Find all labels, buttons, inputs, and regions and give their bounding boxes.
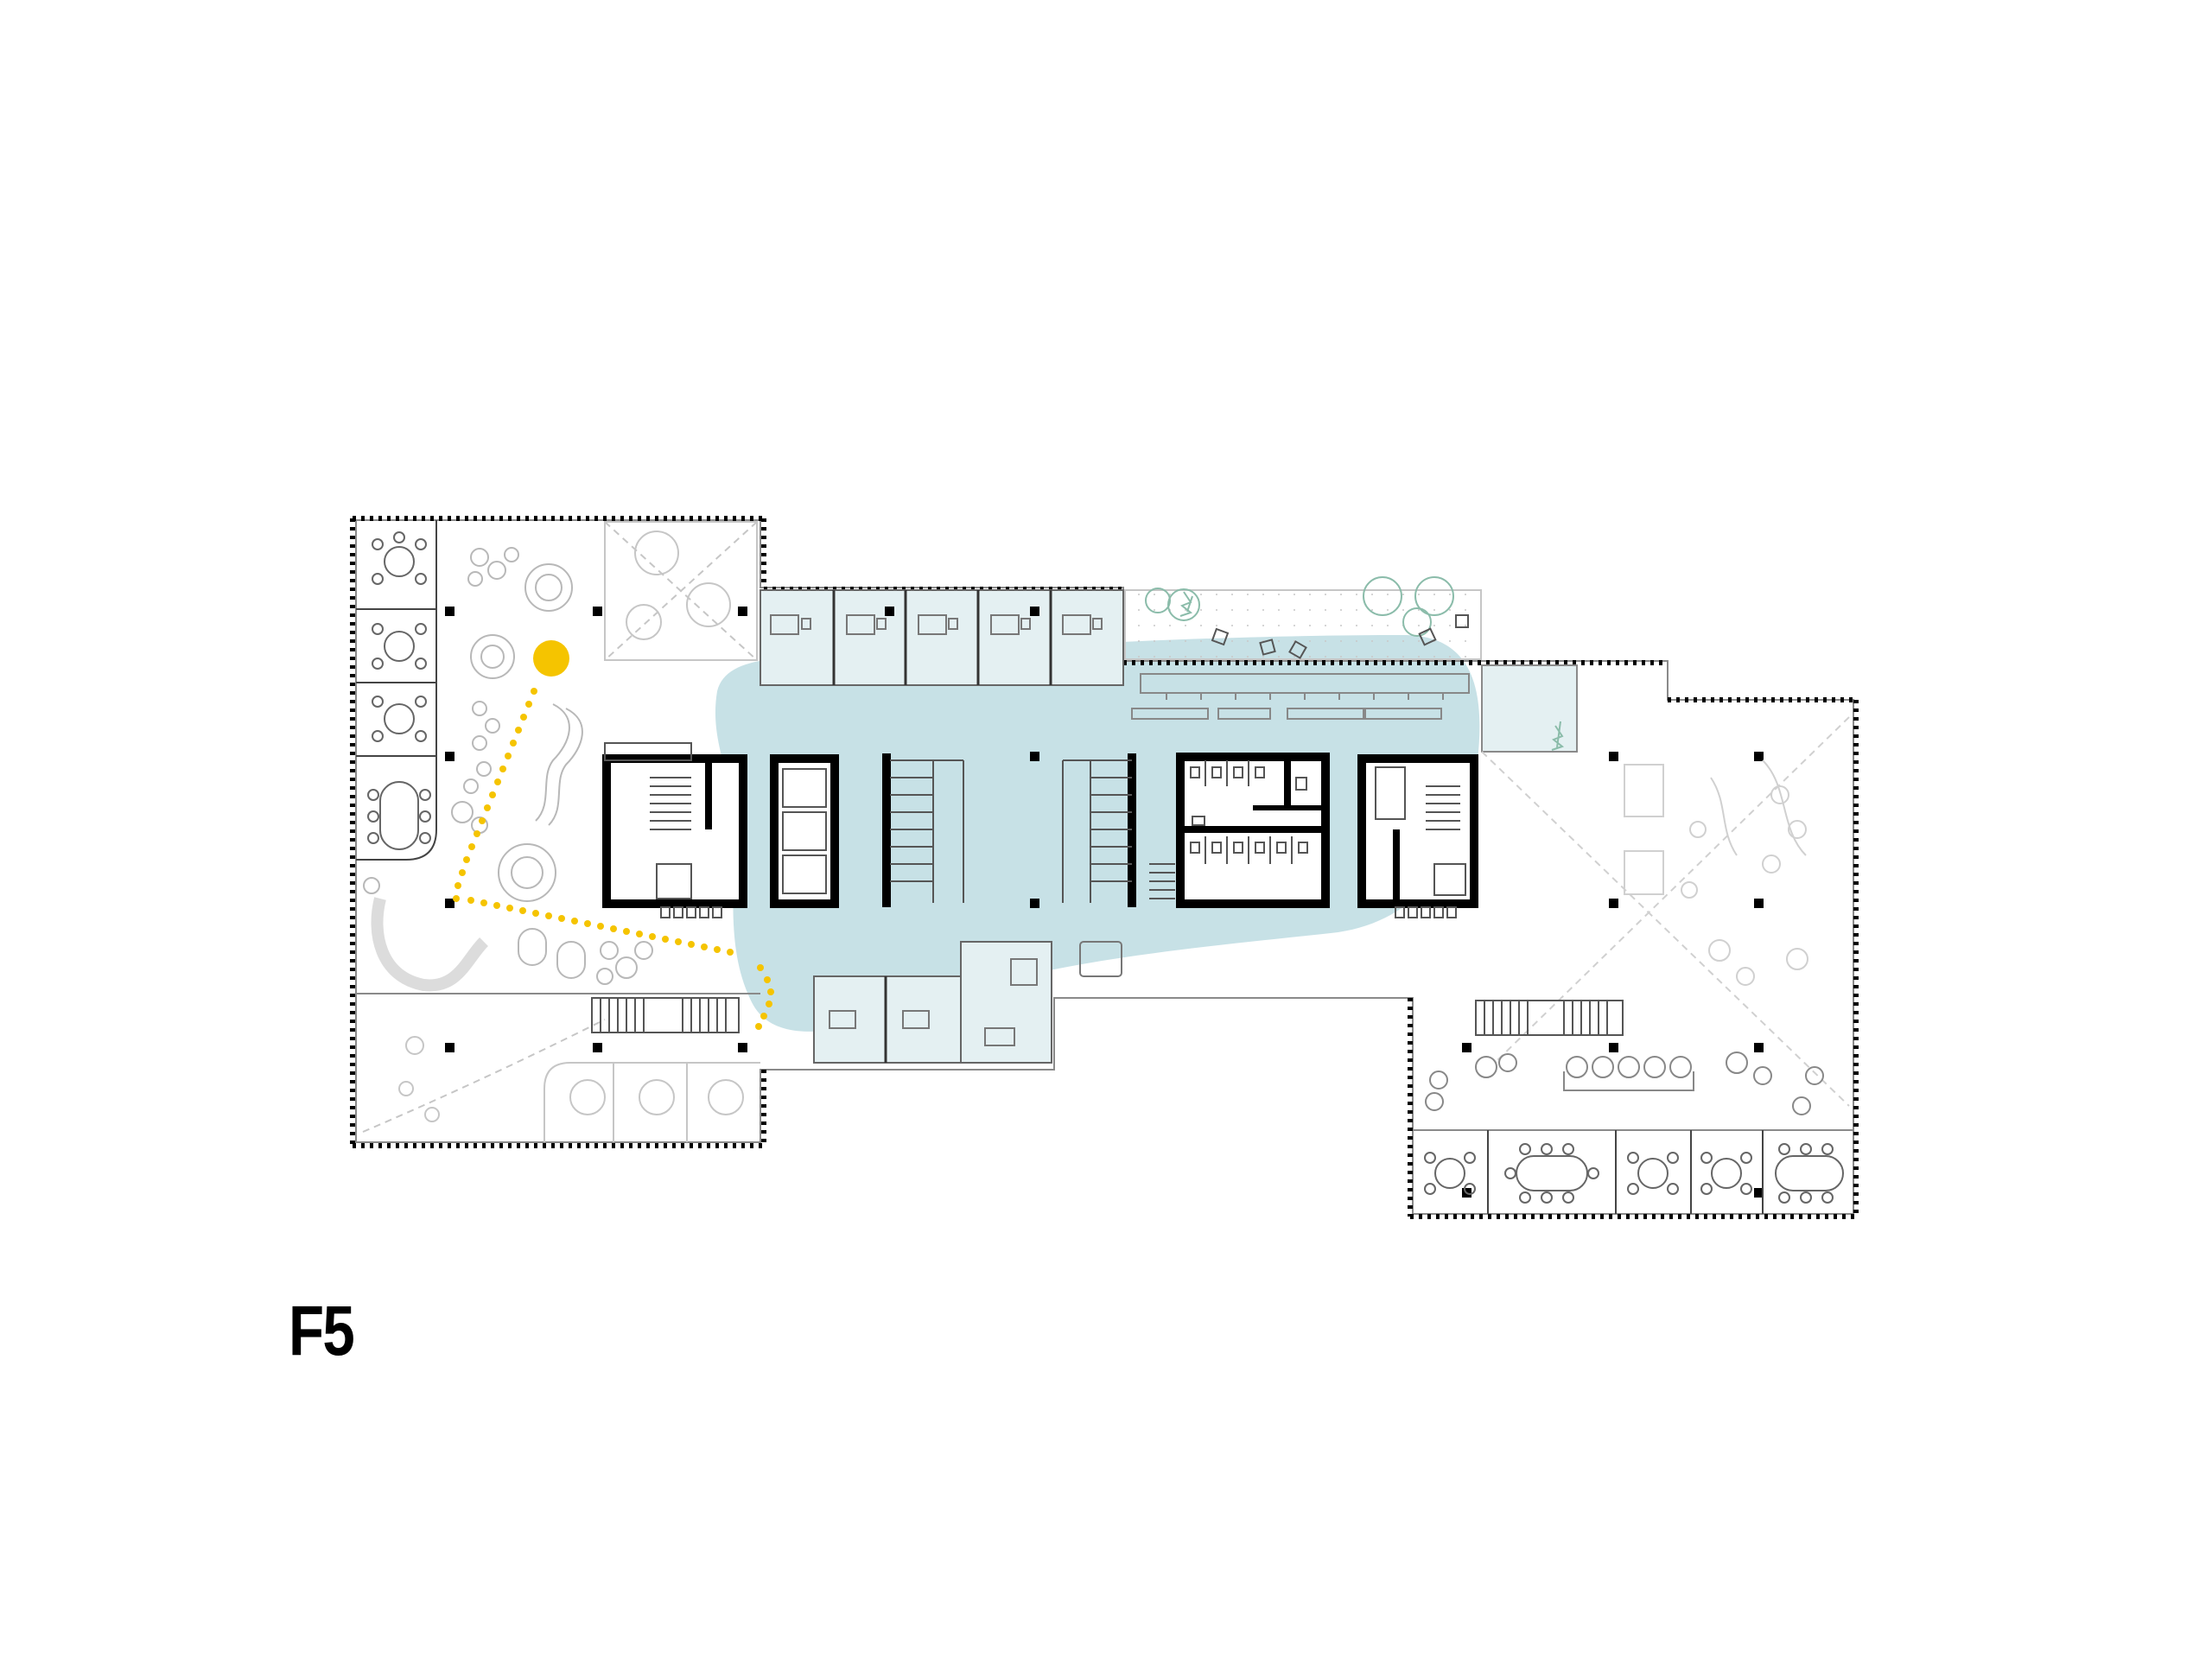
right-meeting-rooms — [1413, 1129, 1853, 1214]
bottom-offices — [813, 941, 1122, 1064]
bottom-left-zone — [356, 993, 760, 1142]
plant-room — [1481, 664, 1578, 753]
plant-icon — [1179, 591, 1565, 751]
terrace — [1124, 576, 1482, 660]
right-stair — [1475, 1000, 1624, 1036]
left-lounge-furniture — [363, 547, 653, 992]
meeting-tables-left — [367, 531, 431, 850]
right-wing-lounge — [1481, 716, 1850, 1107]
top-offices — [760, 589, 1124, 686]
left-stair — [591, 997, 740, 1033]
floor-label: F5 — [289, 1292, 355, 1370]
start-point-icon — [533, 640, 569, 677]
shaft-right — [1062, 753, 1136, 907]
atrium-void — [604, 521, 758, 661]
core-stair-left — [602, 742, 747, 908]
circulation-path-icon — [453, 688, 774, 1030]
left-meeting-rooms — [356, 520, 437, 861]
restrooms — [1149, 753, 1330, 908]
lockers — [660, 906, 1457, 918]
elevators — [770, 754, 839, 908]
shaft-left — [882, 753, 964, 907]
right-lounge-seating — [1425, 1052, 1824, 1115]
communal-zone — [715, 634, 1480, 1032]
core-stair-right — [1357, 754, 1478, 908]
facade-edges — [350, 516, 1859, 1219]
